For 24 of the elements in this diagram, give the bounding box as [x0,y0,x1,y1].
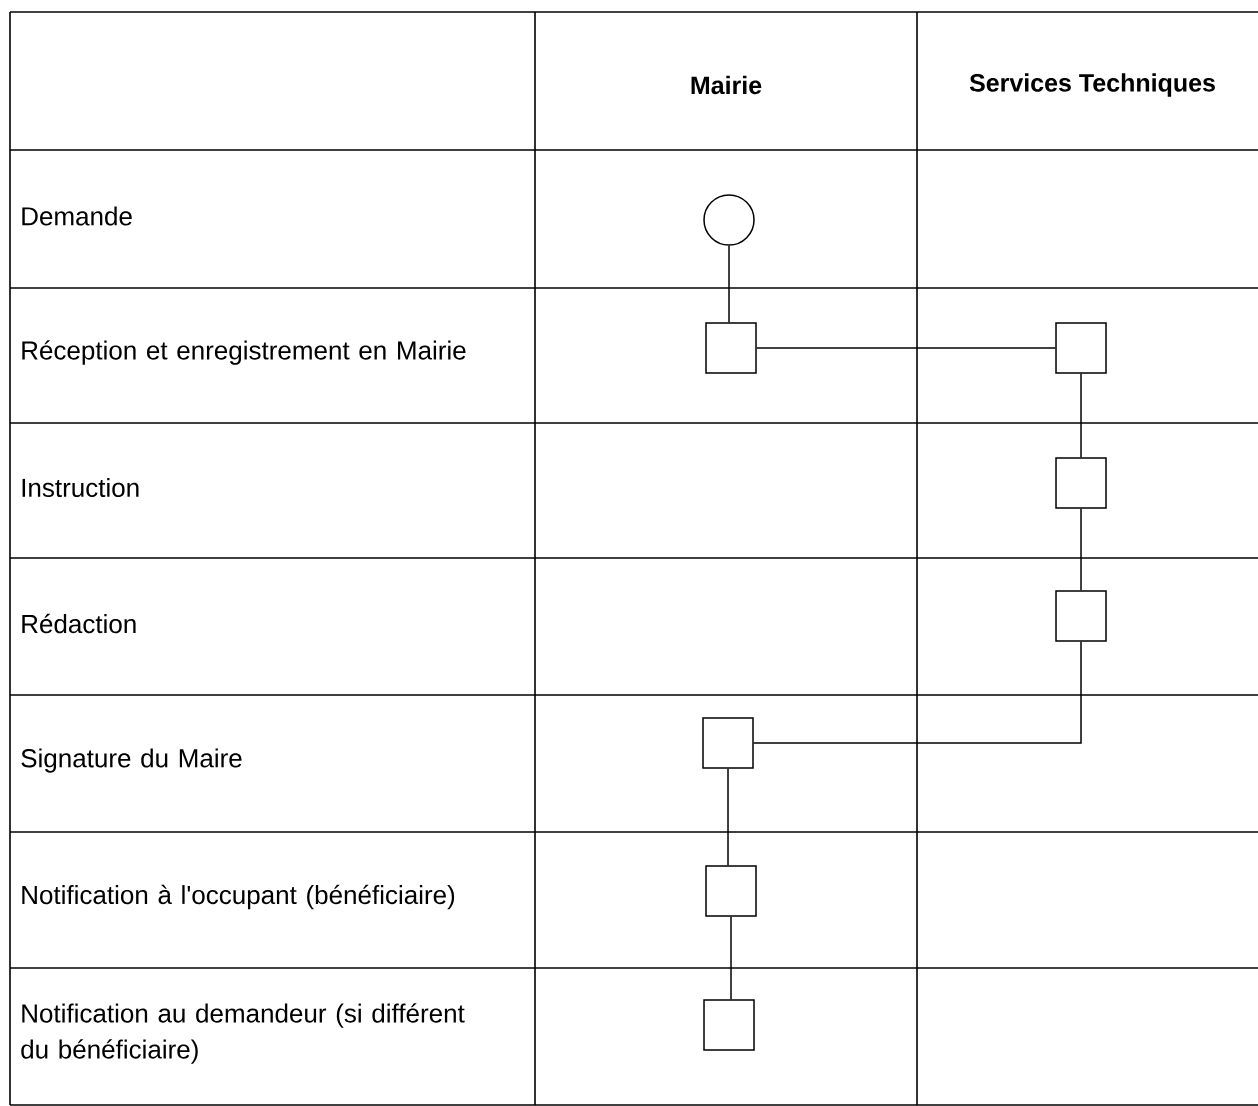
start-circle [703,194,755,246]
row-label: Notification à l'occupant (bénéficiaire) [22,884,455,910]
process-box [1055,322,1107,374]
connector-line [1080,373,1082,458]
row-label: Rédaction [22,613,136,634]
connector-line [728,245,730,323]
process-box [705,322,757,374]
row-label: Demande [22,206,132,226]
process-box [705,865,757,917]
process-box [702,717,754,769]
process-box [1055,457,1107,509]
row-label: Réception et enregistrement en Mairie [22,340,466,365]
row-label: Instruction [22,477,139,498]
row-label: Notification au demandeur (si différent du bénéficiaire) [21,1003,465,1064]
row-label: Signature du Maire [21,748,242,773]
process-box [1055,590,1107,642]
connector-line [730,916,732,1000]
connector-line [756,347,1056,349]
connector-line [1080,508,1082,591]
column-header: Services Techniques [969,73,1215,97]
column-header: Mairie [691,75,762,95]
connector-line [753,641,1082,744]
process-box [703,999,755,1051]
connector-line [727,768,729,866]
